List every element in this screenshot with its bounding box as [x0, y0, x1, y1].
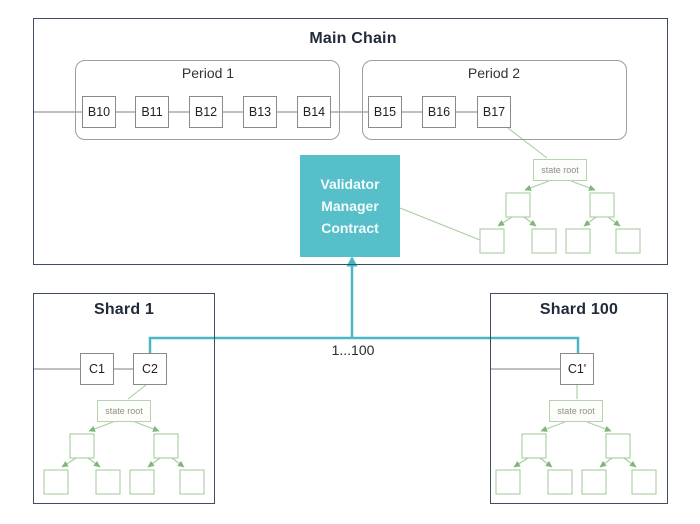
block-b11: B11 — [135, 96, 169, 128]
block-c1-prime: C1' — [560, 353, 594, 385]
shard100-state-root-box: state root — [549, 400, 603, 422]
block-b15: B15 — [368, 96, 402, 128]
b17-to-state-root-line — [507, 127, 548, 159]
state-root-connectors — [127, 127, 578, 400]
block-b16: B16 — [422, 96, 456, 128]
shard1-title: Shard 1 — [93, 301, 155, 318]
period-1-label: Period 1 — [181, 65, 235, 81]
block-b13: B13 — [243, 96, 277, 128]
block-b17: B17 — [477, 96, 511, 128]
shard1-state-root-box: state root — [97, 400, 151, 422]
shard100-frame — [490, 293, 668, 504]
period-2-label: Period 2 — [467, 65, 521, 81]
block-b10: B10 — [82, 96, 116, 128]
shard-range-label: 1...100 — [331, 342, 375, 358]
vmc-label-line2: Manager — [321, 198, 379, 214]
block-c1: C1 — [80, 353, 114, 385]
main-chain-title: Main Chain — [309, 30, 397, 47]
block-b14: B14 — [297, 96, 331, 128]
period-1-group — [75, 60, 340, 140]
block-c2: C2 — [133, 353, 167, 385]
vmc-label-line1: Validator — [320, 176, 380, 192]
block-b12: B12 — [189, 96, 223, 128]
main-chain-state-root-box: state root — [533, 159, 587, 181]
vmc-to-tree-line — [399, 207, 481, 241]
up-arrowhead-icon — [346, 256, 358, 267]
shard1-frame — [33, 293, 215, 504]
shard100-title: Shard 100 — [539, 301, 619, 318]
validator-manager-contract-box: Validator Manager Contract — [300, 155, 400, 257]
main-chain-frame — [33, 18, 668, 265]
c2-to-state-root-line — [127, 384, 147, 400]
shard-to-vmc-connector — [148, 263, 580, 353]
period-2-group — [362, 60, 627, 140]
vmc-label-line3: Contract — [321, 220, 379, 236]
